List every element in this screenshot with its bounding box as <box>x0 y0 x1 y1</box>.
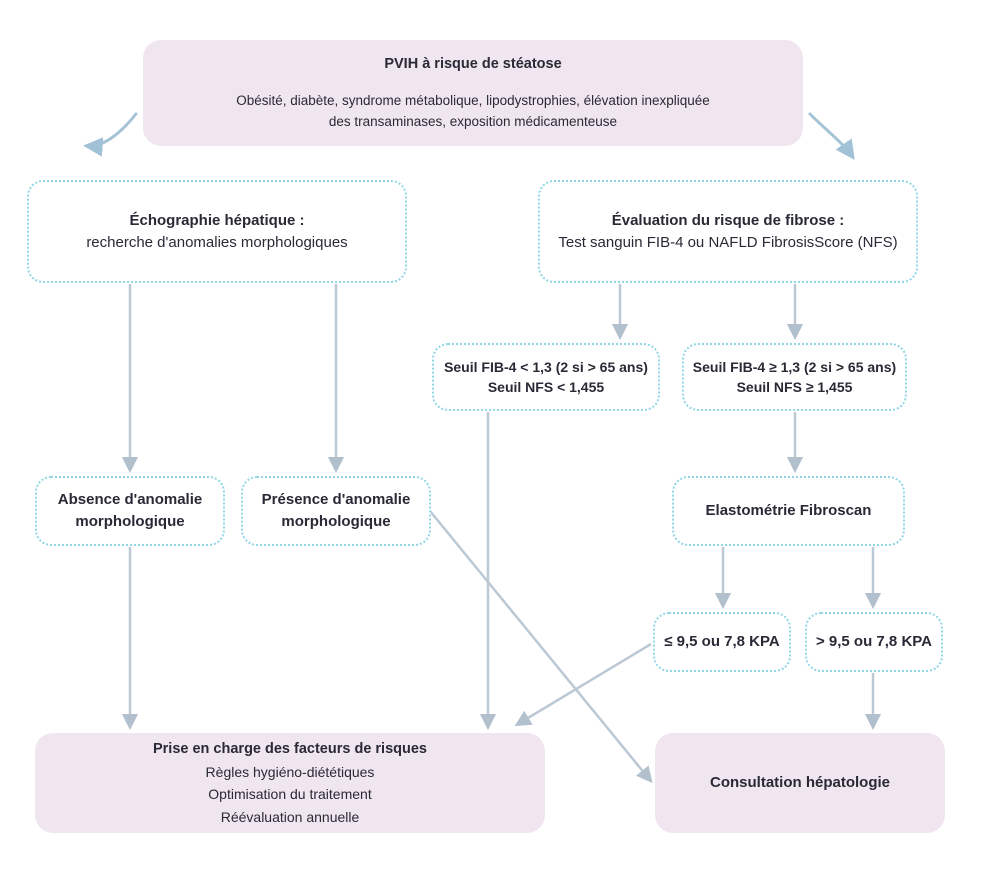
node-care-line4: Réévaluation annuelle <box>220 808 360 825</box>
arrow-risk-to-fibrose <box>808 112 855 161</box>
node-absence-line1: Absence d'anomalie <box>57 491 203 509</box>
node-consultation-hepatologie: Consultation hépatologie <box>655 733 945 833</box>
node-seuil-low-line1: Seuil FIB-4 < 1,3 (2 si > 65 ans) <box>444 358 648 375</box>
node-elastometrie: Elastométrie Fibroscan <box>672 476 905 546</box>
node-presence-line1: Présence d'anomalie <box>261 491 411 509</box>
node-seuil-low-line2: Seuil NFS < 1,455 <box>487 379 605 395</box>
node-evaluation-title: Évaluation du risque de fibrose : <box>611 211 845 229</box>
node-presence-anomalie: Présence d'anomalie morphologique <box>241 476 431 546</box>
node-absence-anomalie: Absence d'anomalie morphologique <box>35 476 225 546</box>
node-elastometrie-label: Elastométrie Fibroscan <box>705 502 872 520</box>
node-absence-line2: morphologique <box>75 513 185 530</box>
node-care-line2: Règles hygiéno-diététiques <box>205 764 375 781</box>
node-echographie-title: Échographie hépatique : <box>129 211 305 229</box>
node-risk-population: PVIH à risque de stéatose Obésité, diabè… <box>143 40 803 146</box>
node-consultation-label: Consultation hépatologie <box>710 774 890 792</box>
node-kpa-low: ≤ 9,5 ou 7,8 KPA <box>653 612 791 672</box>
node-echographie-body: recherche d'anomalies morphologiques <box>86 233 348 251</box>
node-seuil-high-line2: Seuil NFS ≥ 1,455 <box>736 379 853 395</box>
node-presence-line2: morphologique <box>281 513 391 530</box>
arrow-risk-to-echo <box>83 112 138 157</box>
node-echographie: Échographie hépatique : recherche d'anom… <box>27 180 407 283</box>
node-evaluation-fibrose: Évaluation du risque de fibrose : Test s… <box>538 180 918 283</box>
node-prise-en-charge: Prise en charge des facteurs de risques … <box>35 733 545 833</box>
node-seuil-low: Seuil FIB-4 < 1,3 (2 si > 65 ans) Seuil … <box>432 343 660 411</box>
node-kpa-low-label: ≤ 9,5 ou 7,8 KPA <box>664 633 780 651</box>
arrow-kpa-low-to-care <box>514 642 652 727</box>
node-care-title: Prise en charge des facteurs de risques <box>152 741 427 758</box>
node-kpa-high-label: > 9,5 ou 7,8 KPA <box>815 633 932 651</box>
node-kpa-high: > 9,5 ou 7,8 KPA <box>805 612 943 672</box>
node-risk-title: PVIH à risque de stéatose <box>384 56 562 73</box>
node-seuil-high: Seuil FIB-4 ≥ 1,3 (2 si > 65 ans) Seuil … <box>682 343 907 411</box>
node-evaluation-body: Test sanguin FIB-4 ou NAFLD FibrosisScor… <box>558 233 898 251</box>
arrow-presence-to-consult <box>429 510 653 784</box>
node-seuil-high-line1: Seuil FIB-4 ≥ 1,3 (2 si > 65 ans) <box>692 358 897 375</box>
node-care-line3: Optimisation du traitement <box>208 786 372 803</box>
node-risk-body: Obésité, diabète, syndrome métabolique, … <box>236 93 710 129</box>
